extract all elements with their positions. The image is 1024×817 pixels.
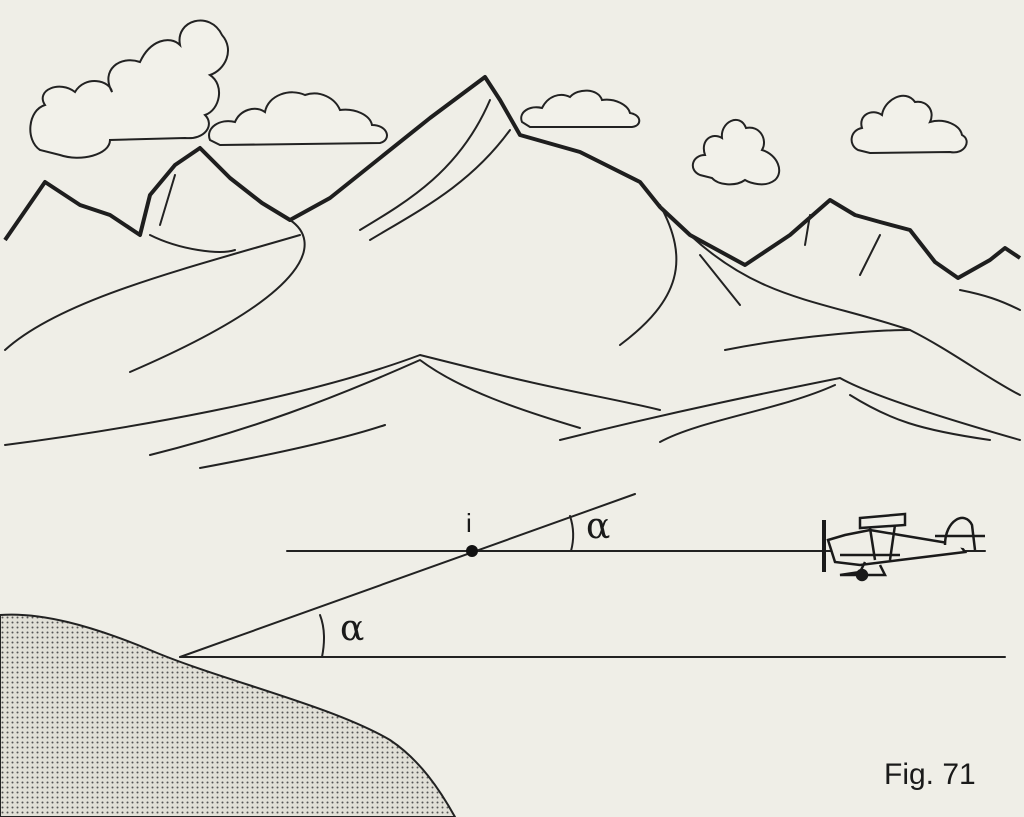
point-i bbox=[466, 545, 478, 557]
cloud bbox=[691, 118, 781, 186]
cloud bbox=[208, 91, 388, 147]
angle-alpha-lower-label: α bbox=[340, 608, 365, 649]
cloud bbox=[29, 19, 229, 159]
point-i-label: i bbox=[466, 508, 472, 538]
mountain-ridge bbox=[3, 75, 1022, 280]
figure-caption: Fig. 71 bbox=[884, 758, 976, 791]
biplane-icon bbox=[822, 512, 985, 582]
angle-arc-lower bbox=[319, 614, 326, 658]
clouds bbox=[29, 19, 968, 186]
sight-line bbox=[179, 493, 636, 658]
cloud bbox=[520, 89, 641, 128]
angle-alpha-upper-label: α bbox=[586, 506, 611, 547]
angle-arc-upper bbox=[569, 515, 575, 552]
foreground-hill bbox=[0, 613, 457, 817]
cloud bbox=[850, 95, 968, 155]
mountain-contours bbox=[4, 99, 1021, 469]
